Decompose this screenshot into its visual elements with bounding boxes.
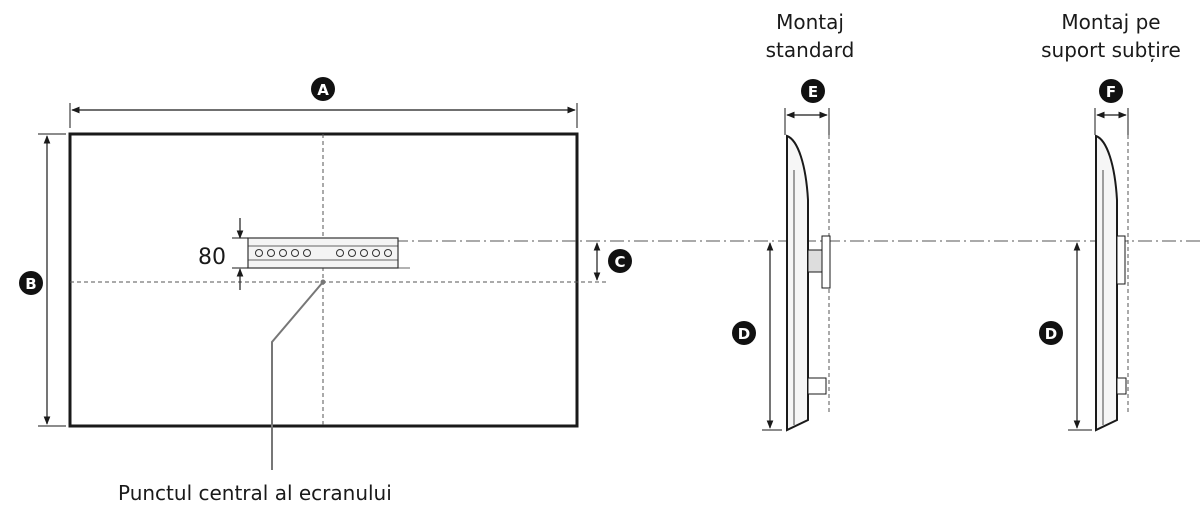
badge-D-slim	[1039, 321, 1063, 345]
badge-C	[608, 249, 632, 273]
badge-B-label: B	[25, 275, 36, 293]
badge-D-standard-label: D	[738, 325, 750, 343]
badge-D-slim-label: D	[1045, 325, 1057, 343]
badge-F-label: F	[1106, 83, 1116, 101]
mount-bracket	[247, 237, 410, 269]
dimension-A: A	[69, 77, 578, 128]
standard-mount-title-line1: Montaj	[776, 10, 844, 34]
badge-A	[311, 77, 335, 101]
badge-F	[1099, 79, 1123, 103]
center-leader-line	[271, 281, 324, 470]
bracket-holes-right	[336, 249, 392, 257]
badge-C-label: C	[614, 253, 625, 271]
center-point-caption: Punctul central al ecranului	[118, 481, 392, 505]
dimension-B: B	[19, 133, 66, 427]
badge-A-label: A	[317, 81, 329, 99]
bracket-holes-left	[255, 249, 311, 257]
dimension-C: C	[593, 242, 632, 281]
badge-B	[19, 271, 43, 295]
slim-mount-title-line2: suport subțire	[1041, 38, 1181, 62]
tv-side-profile-slim	[1095, 134, 1118, 432]
badge-D-standard	[732, 321, 756, 345]
badge-E-label: E	[808, 83, 818, 101]
badge-E	[801, 79, 825, 103]
dimension-80: 80	[198, 218, 248, 290]
slim-mount-side-view: Montaj pe suport subțire F D	[1039, 10, 1181, 432]
tv-front-view: 80 Punctul central al ecranului	[68, 132, 1201, 505]
dimension-80-label: 80	[198, 245, 226, 270]
tv-side-profile-standard	[786, 134, 809, 432]
slim-mount-title-line1: Montaj pe	[1061, 10, 1160, 34]
standard-mount-title-line2: standard	[766, 38, 855, 62]
standard-mount-side-view: Montaj standard E D	[732, 10, 855, 432]
